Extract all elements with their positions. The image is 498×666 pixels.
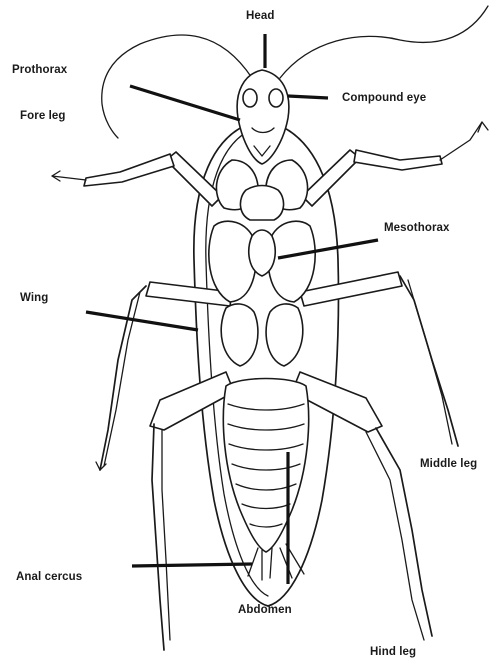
label-middle-leg: Middle leg — [420, 458, 477, 470]
label-wing: Wing — [20, 292, 48, 304]
label-anal-cercus: Anal cercus — [16, 571, 82, 583]
label-fore-leg: Fore leg — [20, 110, 66, 122]
label-abdomen: Abdomen — [238, 604, 292, 616]
thorax — [209, 160, 315, 366]
label-hind-leg: Hind leg — [370, 646, 416, 658]
abdomen-shape — [223, 379, 308, 581]
label-prothorax: Prothorax — [12, 64, 67, 76]
antennae — [102, 6, 488, 138]
label-compound-eye: Compound eye — [342, 92, 426, 104]
label-mesothorax: Mesothorax — [384, 222, 450, 234]
head-shape — [237, 70, 289, 164]
label-head: Head — [246, 10, 275, 22]
